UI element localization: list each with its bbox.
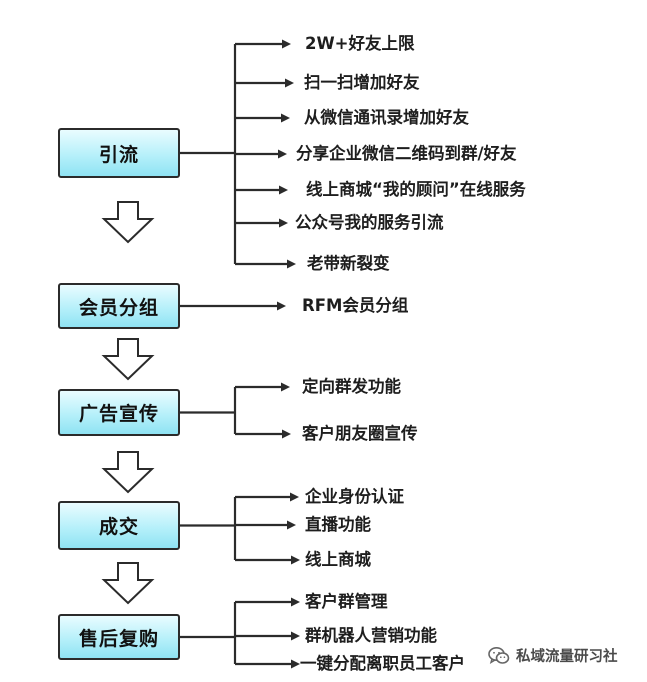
feature-label: 客户朋友圈宣传 <box>302 424 418 443</box>
watermark-text: 私域流量研习社 <box>516 649 618 665</box>
stage-box: 引流 <box>58 128 180 178</box>
feature-label: 直播功能 <box>305 515 371 534</box>
down-arrow <box>101 201 155 244</box>
arrow-head <box>291 555 300 565</box>
arrow-head <box>279 218 288 228</box>
feature-label: 线上商城“我的顾问”在线服务 <box>306 180 526 199</box>
arrow-head <box>291 597 300 607</box>
stage-box: 广告宣传 <box>58 389 180 436</box>
stage-box: 会员分组 <box>58 283 180 329</box>
feature-label: 线上商城 <box>305 550 371 569</box>
feature-label: 客户群管理 <box>305 592 388 611</box>
down-arrow <box>101 338 155 381</box>
feature-label: 公众号我的服务引流 <box>295 213 444 232</box>
feature-label: 企业身份认证 <box>305 487 404 506</box>
down-arrow <box>101 562 155 605</box>
feature-label: 群机器人营销功能 <box>305 626 437 645</box>
arrow-head <box>282 39 291 49</box>
stage-box: 成交 <box>58 501 180 550</box>
watermark: 私域流量研习社 <box>488 645 618 666</box>
down-arrow <box>101 451 155 494</box>
feature-label: 老带新裂变 <box>307 254 390 273</box>
arrow-head <box>281 382 290 392</box>
feature-label: RFM会员分组 <box>302 296 409 315</box>
arrow-head <box>277 301 286 311</box>
arrow-head <box>287 520 296 530</box>
arrow-head <box>279 185 288 195</box>
feature-label: 从微信通讯录增加好友 <box>304 108 469 127</box>
wechat-icon <box>488 646 510 664</box>
arrow-head <box>285 78 294 88</box>
arrow-head <box>281 113 290 123</box>
arrow-head <box>278 149 287 159</box>
feature-label: 扫一扫增加好友 <box>304 73 420 92</box>
feature-label: 定向群发功能 <box>302 377 401 396</box>
feature-label: 2W+好友上限 <box>305 34 415 53</box>
feature-label: 一键分配离职员工客户 <box>300 654 465 673</box>
stage-box: 售后复购 <box>58 614 180 660</box>
feature-label: 分享企业微信二维码到群/好友 <box>296 144 517 163</box>
arrow-head <box>282 429 291 439</box>
arrow-head <box>290 492 299 502</box>
arrow-head <box>291 659 300 669</box>
arrow-head <box>287 259 296 269</box>
arrow-head <box>291 631 300 641</box>
